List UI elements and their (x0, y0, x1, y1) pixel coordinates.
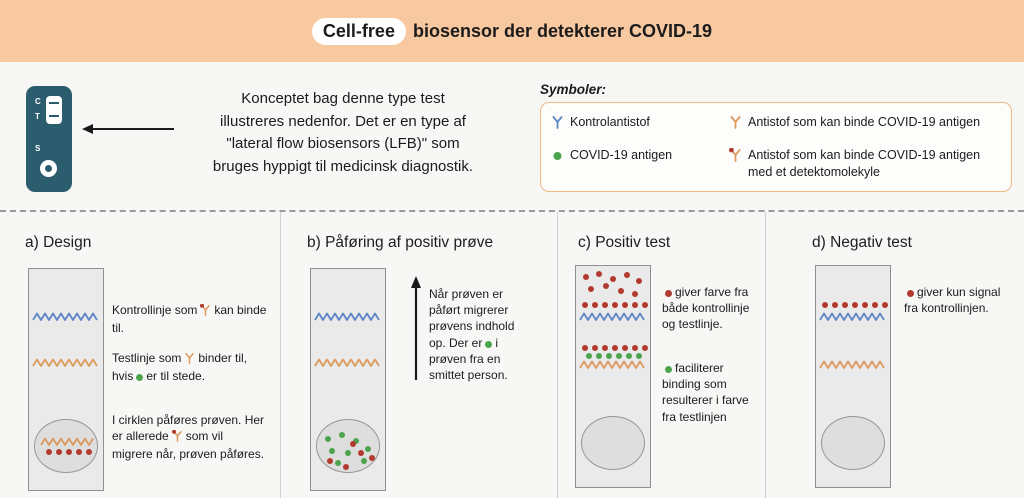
migration-annotation: Når prøven er påført migrerer prøvens in… (429, 286, 521, 383)
device-t-label: T (35, 112, 40, 121)
control-line-zigzag (819, 312, 885, 321)
panel-b-title: b) Påføring af positiv prøve (307, 234, 494, 251)
legend-item-control-antibody: Kontrolantistof (551, 114, 723, 133)
detector-dot-icon (907, 290, 914, 297)
panel-design: a) Design Kontrollinje (0, 212, 281, 498)
page-title: Cell-free biosensor der detekterer COVID… (311, 17, 713, 45)
test-line-zigzag (314, 358, 380, 367)
detector-dot-icon (665, 290, 672, 297)
sample-well (34, 419, 98, 473)
control-line-zigzag (32, 312, 98, 321)
panel-negative-test: d) Negativ test giver kun signal fra kon… (766, 212, 1024, 498)
annotation-text: som vil migrere når, prøven påføres. (112, 429, 265, 462)
panel-a-title: a) Design (25, 234, 92, 251)
panels-section: a) Design Kontrollinje (0, 212, 1024, 498)
binding-antibody-icon (729, 115, 742, 133)
device-sample-dot (45, 165, 52, 172)
detector-dots-row (46, 449, 92, 455)
arrow-left-icon (82, 124, 174, 134)
sample-well-empty (821, 416, 885, 470)
intro-section: C T S Konceptet bag denne type test illu… (0, 62, 1024, 210)
control-line-zigzag (579, 312, 645, 321)
annotation-text: Testlinje som (112, 351, 182, 365)
panel-positive-test: c) Positiv test (558, 212, 766, 498)
sample-well-empty (581, 416, 645, 470)
legend-item-covid-antigen: COVID-19 antigen (551, 147, 723, 180)
annotation-text: giver farve fra både kontrollinje og tes… (662, 285, 750, 332)
intro-line-4: bruges hyppigt til medicinsk diagnostik. (212, 157, 474, 175)
test-line-zigzag (32, 358, 98, 367)
test-line-signal-dots (582, 345, 648, 351)
covid-antigen-icon (136, 374, 144, 382)
sample-well-annotation: I cirklen påføres prøven. Her er allered… (112, 412, 267, 463)
dashed-divider (0, 210, 1024, 212)
header-bar: Cell-free biosensor der detekterer COVID… (0, 0, 1024, 62)
device-s-label: S (35, 144, 41, 153)
legend-label: COVID-19 antigen (570, 148, 673, 163)
detector-antibody-icon (729, 147, 742, 166)
antigen-binding-annotation: faciliterer binding som resulterer i far… (662, 360, 759, 425)
annotation-text: kan binde til. (112, 303, 267, 336)
legend-label: Antistof som kan binde COVID-19 antigen … (748, 148, 981, 179)
legend-item-detector-antibody: Antistof som kan binde COVID-19 antigen … (729, 147, 1001, 180)
title-rest: biosensor der detekterer COVID-19 (412, 20, 713, 41)
bound-antigen-dots (586, 353, 642, 359)
negative-signal-annotation: giver kun signal fra kontrollinjen. (904, 284, 1016, 316)
control-line-zigzag (314, 312, 380, 321)
test-line-zigzag (579, 360, 645, 369)
annotation-text: Kontrollinje som (112, 303, 198, 317)
annotation-text: giver kun signal fra kontrollinjen. (904, 285, 1001, 316)
binding-antibody-icon (184, 352, 195, 368)
legend-item-binding-antibody: Antistof som kan binde COVID-19 antigen (729, 114, 1001, 133)
test-line-zigzag (819, 360, 885, 369)
annotation-text: faciliterer binding som resulterer i far… (662, 361, 749, 424)
intro-line-2: illustreres nedenfor. Det er en type af (220, 112, 466, 130)
covid-antigen-icon (485, 340, 493, 348)
device-control-line (49, 102, 59, 104)
test-strip-apply (310, 268, 386, 491)
panel-c-title: c) Positiv test (578, 234, 671, 251)
detector-antibody-icon (171, 429, 183, 446)
test-strip-negative (815, 265, 891, 488)
up-arrow-icon (411, 276, 421, 380)
device-result-window (46, 96, 62, 124)
test-strip-design (28, 268, 104, 491)
legend-box: Kontrolantistof Antistof som kan binde C… (540, 102, 1012, 192)
title-highlight-pill: Cell-free (311, 17, 406, 45)
annotation-text: I cirklen påføres prøven. Her er allered… (112, 413, 265, 444)
annotation-text: er til stede. (146, 369, 206, 384)
intro-line-1: Konceptet bag denne type test (241, 90, 445, 107)
lfb-device-illustration: C T S (26, 86, 72, 192)
positive-signal-annotation: giver farve fra både kontrollinje og tes… (662, 284, 759, 333)
panel-apply-sample: b) Påføring af positiv prøve (281, 212, 558, 498)
covid-antigen-icon (551, 148, 564, 166)
panel-d-title: d) Negativ test (812, 234, 912, 251)
control-line-signal-dots (822, 302, 888, 308)
device-sample-well (40, 160, 57, 177)
legend-label: Antistof som kan binde COVID-19 antigen (748, 115, 981, 129)
test-strip-positive (575, 265, 651, 488)
annotation-text: i prøven fra en smittet person. (429, 335, 508, 382)
control-line-signal-dots (582, 302, 648, 308)
sample-well-with-sample (316, 419, 380, 473)
device-c-label: C (35, 97, 41, 106)
legend-title: Symboler: (540, 82, 607, 97)
covid-antigen-icon (665, 366, 672, 373)
device-test-line (49, 115, 59, 117)
annotation-text: Når prøven er påført migrerer prøvens in… (429, 287, 515, 350)
control-antibody-icon (551, 115, 564, 133)
detector-antibody-icon (200, 303, 211, 320)
detector-antibodies-zigzag (40, 437, 94, 446)
intro-text: Konceptet bag denne type test illustrere… (176, 88, 510, 178)
intro-line-3: "lateral flow biosensors (LFB)" som (226, 135, 460, 152)
legend-label: Kontrolantistof (570, 115, 650, 129)
symbols-legend: Symboler: Kontrolantistof Antistof som k… (540, 82, 1012, 192)
annotation-text: binder til, hvis (112, 351, 248, 384)
